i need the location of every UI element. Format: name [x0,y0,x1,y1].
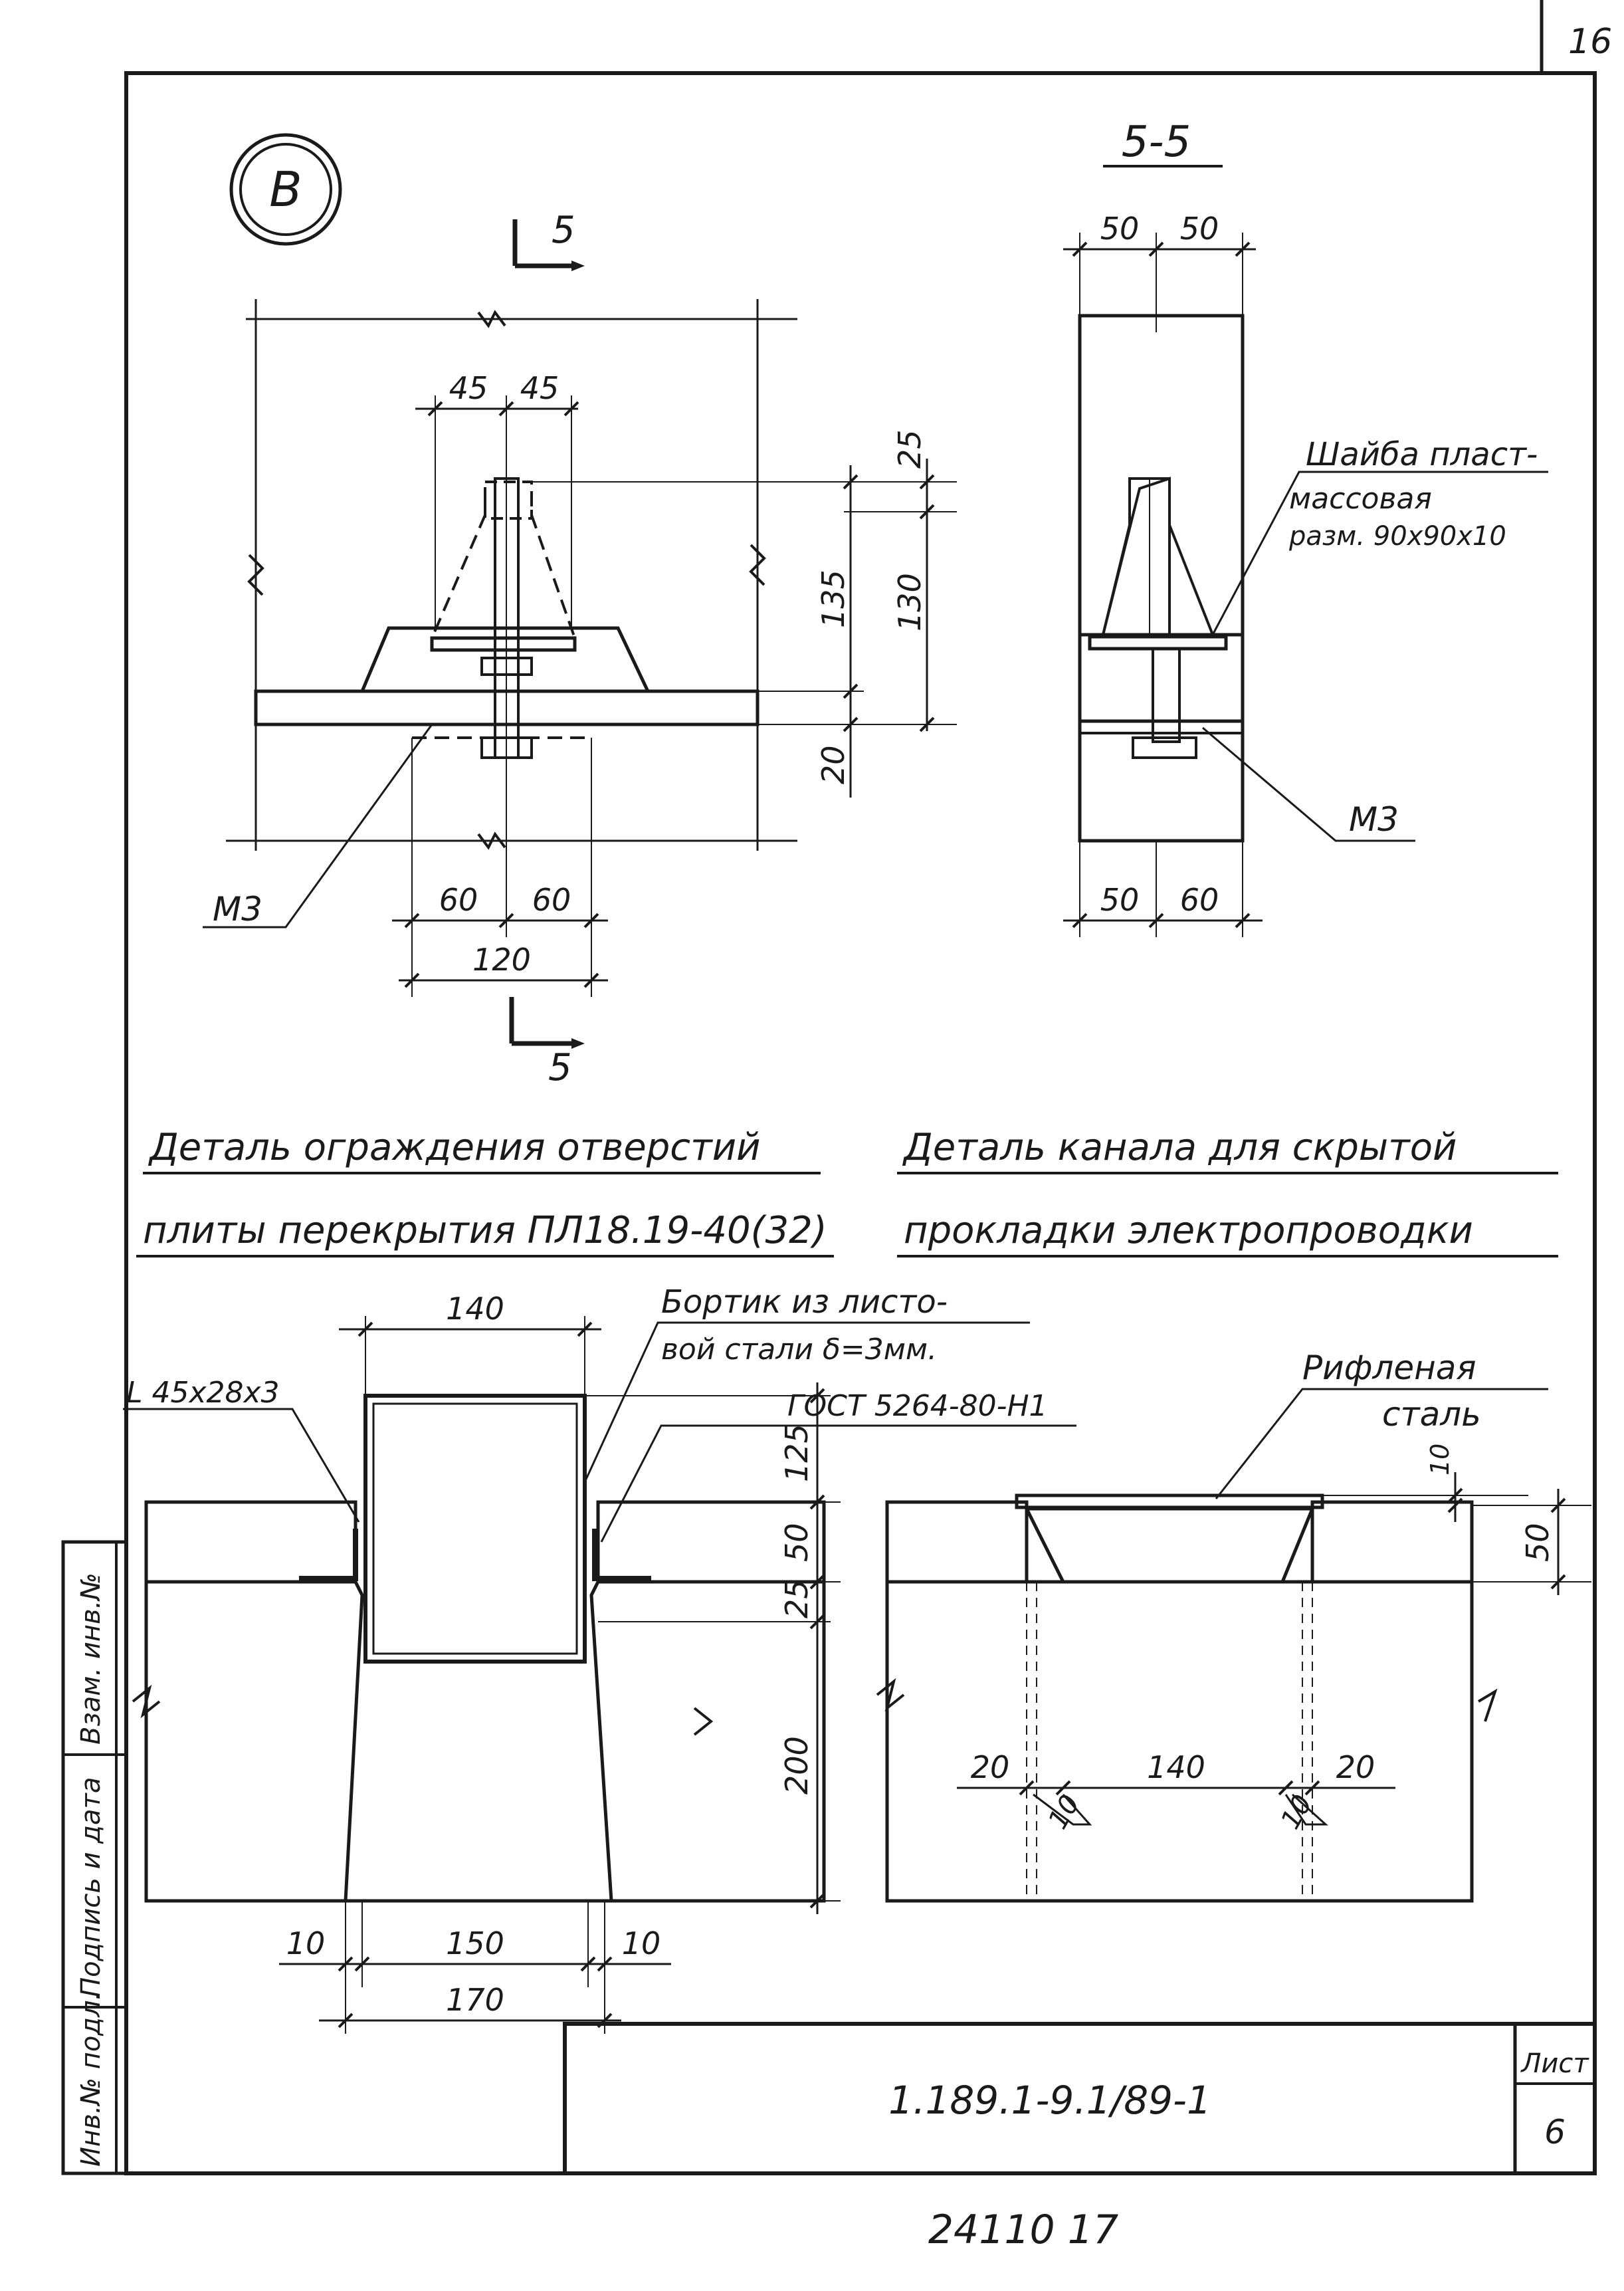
caption-left-line1: Деталь ограждения отверстий [148,1126,761,1169]
designation: 1.189.1-9.1/89-1 [888,2078,1211,2123]
rim-label-line2: вой стали δ=3мм. [661,1333,937,1366]
dim-20: 20 [815,745,851,784]
captions: Деталь ограждения отверстий плиты перекр… [136,1126,1558,1257]
opening-dim-140: 140 [446,1291,504,1327]
section-5-5: 5-5 50 50 50 60 Шайба [1063,118,1548,937]
channel-dim-50: 50 [1520,1523,1556,1562]
dim-25: 25 [892,429,928,469]
opening-dim-10-left: 10 [286,1925,326,1961]
opening-dim-150: 150 [446,1925,504,1961]
stamp-inv-original: Инв.№ подл. [76,1992,106,2167]
detail-v: 5 5 45 45 [203,209,957,1089]
dim-130: 130 [892,573,928,631]
channel-dim-140: 140 [1147,1749,1205,1785]
channel-dim-20-right: 20 [1336,1749,1375,1785]
footer-code: 24110 17 [928,2207,1118,2253]
section-m3-label: M3 [1349,800,1399,839]
caption-right-line2: прокладки электропроводки [904,1209,1473,1252]
dim-60-left: 60 [439,882,478,918]
rim-label-line3: ГОСТ 5264-80-Н1 [787,1389,1048,1423]
opening-dim-25: 25 [779,1579,815,1618]
channel-dim-10: 10 [1425,1444,1455,1475]
rim-label-line1: Бортик из листо- [661,1283,948,1321]
dim-120: 120 [472,942,531,978]
stamp-replaced-inv: Взам. инв.№ [76,1573,106,1745]
opening-dim-125: 125 [779,1424,815,1482]
opening-dim-170: 170 [446,1982,504,2018]
sheet-label: Лист [1520,2048,1589,2079]
channel-dim-10-left: 10 [1043,1790,1086,1834]
title-block: 1.189.1-9.1/89-1 Лист 6 [563,2022,1597,2175]
detail-opening: 140 125 50 25 200 10 150 10 170 L 45x28x… [123,1283,1076,2034]
stamp-signature-date: Подпись и дата [76,1777,106,1997]
opening-dim-10-right: 10 [622,1925,661,1961]
sheet-number: 6 [1544,2113,1566,2151]
dim-135: 135 [815,570,851,628]
washer-label-line2: массовая [1289,482,1432,516]
plate-label-line2: сталь [1382,1395,1481,1434]
sec-dim-60-bottom: 60 [1180,882,1219,918]
sheet-frame [124,0,1597,2175]
detail-mark-letter: B [269,162,302,217]
caption-right-line1: Деталь канала для скрытой [902,1126,1457,1169]
sheet-corner-number: 16 [1568,22,1612,62]
plate-label-line1: Рифленая [1302,1349,1476,1387]
detail-channel: 10 50 20 140 20 10 10 Рифленая сталь [876,1349,1591,1903]
washer-label-line3: разм. 90x90x10 [1288,521,1506,552]
opening-dim-200: 200 [779,1736,815,1795]
angle-label: L 45x28x3 [126,1376,280,1410]
channel-dim-20-left: 20 [971,1749,1010,1785]
sec-dim-50-bottom: 50 [1100,882,1140,918]
detail-v-m3-label: M3 [213,890,262,928]
section-title: 5-5 [1122,118,1191,167]
side-stamp: Инв.№ подл. Подпись и дата Взам. инв.№ [61,1540,128,2175]
section-mark-bottom: 5 [548,1046,572,1089]
dim-60-right: 60 [532,882,571,918]
dim-45-right: 45 [520,370,559,406]
sec-dim-50-left: 50 [1100,211,1140,247]
caption-left-line2: плиты перекрытия ПЛ18.19-40(32) [143,1209,827,1252]
section-mark-top: 5 [552,209,575,252]
washer-label-line1: Шайба пласт- [1306,436,1538,473]
detail-mark: B [229,133,342,246]
sec-dim-50-right: 50 [1180,211,1219,247]
opening-dim-50: 50 [779,1523,815,1562]
dim-45-left: 45 [449,370,488,406]
